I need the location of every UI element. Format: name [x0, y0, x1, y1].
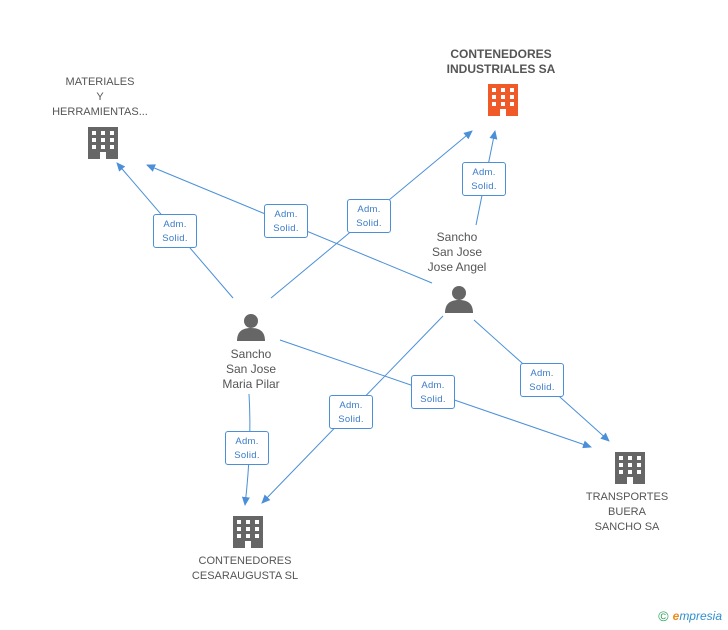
edge-label-line: Solid. — [356, 218, 382, 229]
edge-label-line: Adm. — [163, 219, 187, 230]
edge-label-line: Adm. — [421, 380, 445, 391]
edge-label-line: Solid. — [162, 233, 188, 244]
company-label-contenedores-industriales[interactable]: CONTENEDORES INDUSTRIALES SA — [447, 47, 556, 77]
edge-label-pilar-industriales[interactable]: Adm. Solid. — [347, 199, 391, 233]
building-icon — [233, 516, 263, 548]
company-label-materiales[interactable]: MATERIALES Y HERRAMIENTAS... — [52, 75, 148, 120]
edge-label-angel-transportes[interactable]: Adm. Solid. — [520, 363, 564, 397]
edge-label-line: Adm. — [357, 204, 381, 215]
copyright-icon: © — [658, 608, 669, 624]
brand-logo: empresia — [673, 609, 722, 623]
edge-label-line: Adm. — [274, 209, 298, 220]
label-line: CONTENEDORES — [198, 555, 292, 567]
brand-name: mpresia — [679, 609, 722, 623]
edge-lines — [116, 130, 610, 506]
label-line: San Jose — [431, 245, 483, 259]
edge-label-line: Solid. — [273, 223, 299, 234]
label-line: HERRAMIENTAS... — [52, 106, 148, 118]
company-label-transportes[interactable]: TRANSPORTES BUERA SANCHO SA — [586, 490, 668, 535]
edge-label-line: Solid. — [529, 382, 555, 393]
person-icon — [237, 314, 265, 341]
label-line: Y — [96, 91, 104, 103]
edge-label-angel-cesaraugusta[interactable]: Adm. Solid. — [329, 395, 373, 429]
label-line: Sancho — [436, 230, 478, 244]
label-line: Jose Angel — [427, 260, 487, 274]
edge-label-line: Solid. — [420, 394, 446, 405]
edge-label-line: Adm. — [530, 368, 554, 379]
edge-label-line: Adm. — [235, 436, 259, 447]
edge-label-line: Adm. — [472, 167, 496, 178]
edge-label-pilar-materiales[interactable]: Adm. Solid. — [153, 214, 197, 248]
label-line: San Jose — [225, 362, 277, 376]
label-line: CONTENEDORES — [450, 47, 552, 61]
company-label-cesaraugusta[interactable]: CONTENEDORES CESARAUGUSTA SL — [192, 554, 298, 584]
label-line: MATERIALES — [65, 76, 135, 88]
person-icon — [445, 286, 473, 313]
person-label-jose-angel[interactable]: Sancho San Jose Jose Angel — [428, 230, 487, 275]
edge-label-line: Solid. — [234, 450, 260, 461]
label-line: INDUSTRIALES SA — [446, 62, 556, 76]
edge-label-line: Solid. — [338, 414, 364, 425]
edge-label-angel-materiales[interactable]: Adm. Solid. — [264, 204, 308, 238]
label-line: SANCHO SA — [594, 521, 660, 533]
building-icon-main — [488, 84, 518, 116]
label-line: CESARAUGUSTA SL — [191, 570, 299, 582]
edge-label-angel-industriales[interactable]: Adm. Solid. — [462, 162, 506, 196]
label-line: Sancho — [230, 347, 272, 361]
building-icon — [615, 452, 645, 484]
label-line: Maria Pilar — [222, 377, 280, 391]
label-line: TRANSPORTES — [585, 491, 669, 503]
edge-label-pilar-transportes[interactable]: Adm. Solid. — [411, 375, 455, 409]
brand-footer[interactable]: © empresia — [658, 608, 722, 624]
person-label-maria-pilar[interactable]: Sancho San Jose Maria Pilar — [222, 347, 279, 392]
label-line: BUERA — [608, 506, 646, 518]
building-icon — [88, 127, 118, 159]
edge-label-pilar-cesaraugusta[interactable]: Adm. Solid. — [225, 431, 269, 465]
edge-label-line: Adm. — [339, 400, 363, 411]
edge-label-line: Solid. — [471, 181, 497, 192]
brand-initial: e — [672, 609, 680, 623]
